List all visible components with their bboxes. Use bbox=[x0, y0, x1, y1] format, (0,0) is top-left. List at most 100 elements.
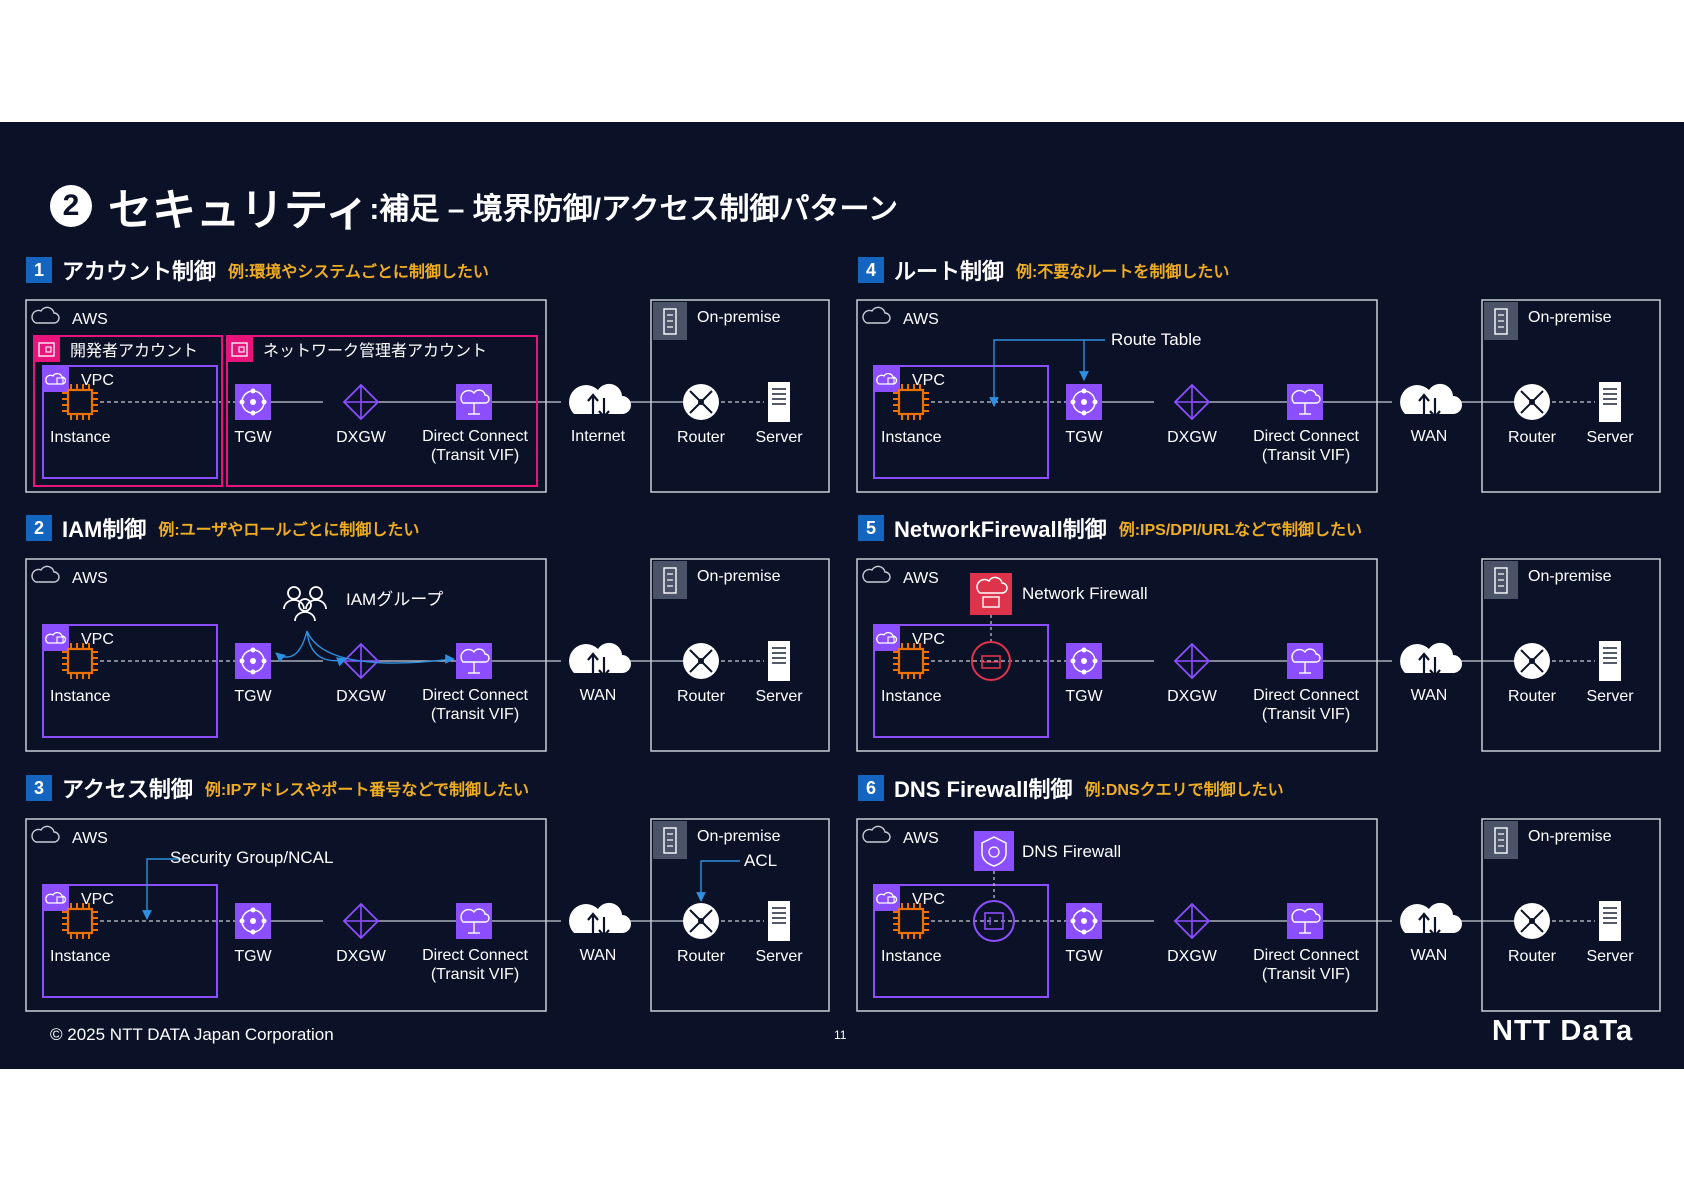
p2-aws-label: AWS bbox=[72, 570, 108, 587]
p1-router-icon-center bbox=[698, 399, 704, 405]
p5-network-firewall-icon-bg bbox=[970, 573, 1012, 615]
p3-sg-label: Security Group/NCAL bbox=[170, 848, 333, 867]
p1-vpc-icon-cloud bbox=[45, 372, 67, 385]
page-number: 11 bbox=[834, 1028, 847, 1042]
p5-aws-cloud-icon-shape bbox=[862, 565, 891, 583]
p2-onprem-building-icon bbox=[653, 561, 687, 599]
p3-tgw-icon-node bbox=[261, 918, 267, 924]
p6-onprem-label: On-premise bbox=[1528, 828, 1612, 845]
p4-instance-icon bbox=[893, 384, 929, 420]
p4-tgw-icon-node bbox=[1070, 399, 1076, 405]
p1-aws-label: AWS bbox=[72, 311, 108, 328]
p3-tgw-icon-node bbox=[239, 918, 245, 924]
p5-nfw-endpoint-icon-ring bbox=[971, 641, 1011, 681]
p1-net-account-icon-box bbox=[231, 342, 248, 357]
p4-onprem-label: On-premise bbox=[1528, 309, 1612, 326]
p1-router-icon bbox=[683, 384, 719, 420]
p4-wan-icon bbox=[1400, 383, 1462, 419]
p1-aws-cloud-icon bbox=[31, 306, 60, 324]
p6-router-icon-center bbox=[1529, 918, 1535, 924]
p5-router-icon bbox=[1514, 643, 1550, 679]
p6-wan-label: WAN bbox=[1411, 947, 1448, 964]
p1-instance-icon-chip bbox=[66, 388, 94, 416]
p5-onprem-building-icon bbox=[1484, 561, 1518, 599]
p1-tgw-icon-node bbox=[239, 399, 245, 405]
pattern-4-badge: 4 bbox=[858, 257, 884, 283]
title-number-badge: 2 bbox=[50, 185, 92, 227]
p1-vpc-box bbox=[42, 365, 218, 479]
p5-tgw-label: TGW bbox=[1065, 688, 1103, 705]
p2-wan-icon-cloud bbox=[569, 642, 631, 673]
p5-router-icon-center bbox=[1529, 658, 1535, 664]
p3-instance-label: Instance bbox=[50, 948, 111, 965]
p3-onprem-label: On-premise bbox=[697, 828, 781, 845]
p3-tgw-icon-node bbox=[250, 929, 256, 935]
p4-server-label: Server bbox=[1586, 429, 1634, 446]
p2-iam-group-icon-head bbox=[287, 586, 301, 600]
p1-onprem-box bbox=[650, 299, 830, 493]
p1-net-account-icon-bg bbox=[227, 336, 253, 362]
p2-iam-arrow-dxgw bbox=[306, 630, 347, 667]
p3-vpc-box bbox=[42, 884, 218, 998]
pattern-3-badge: 3 bbox=[26, 775, 52, 801]
p4-onprem-building-icon-tower bbox=[1494, 308, 1508, 335]
p2-tgw-icon bbox=[235, 643, 271, 679]
p4-tgw-icon bbox=[1066, 384, 1102, 420]
p3-aws-box bbox=[25, 818, 547, 1012]
p5-wan-label: WAN bbox=[1411, 687, 1448, 704]
p1-server-label: Server bbox=[755, 429, 803, 446]
p5-onprem-label: On-premise bbox=[1528, 568, 1612, 585]
p6-aws-cloud-icon-shape bbox=[862, 825, 891, 843]
p2-router-icon-center bbox=[698, 658, 704, 664]
p5-dxgw-label: DXGW bbox=[1167, 688, 1218, 705]
p1-router-label: Router bbox=[677, 429, 726, 446]
p4-vpc-icon bbox=[874, 366, 900, 392]
p6-dc-icon-cloud bbox=[1291, 908, 1321, 923]
p4-vpc-icon-cloud bbox=[876, 372, 898, 385]
p2-iam-group-icon-shoulder bbox=[283, 599, 305, 610]
p1-dxgw-icon bbox=[342, 383, 380, 421]
p2-aws-cloud-icon bbox=[31, 565, 60, 583]
p2-instance-label: Instance bbox=[50, 688, 111, 705]
p1-server-icon bbox=[768, 382, 790, 422]
p5-router-label: Router bbox=[1508, 688, 1557, 705]
p1-vpc-icon bbox=[43, 366, 69, 392]
p6-tgw-label: TGW bbox=[1065, 948, 1103, 965]
p4-dxgw-label: DXGW bbox=[1167, 429, 1218, 446]
p3-vpc-icon-lock bbox=[56, 896, 64, 904]
p1-dc-sublabel: (Transit VIF) bbox=[431, 447, 519, 464]
p4-aws-box bbox=[856, 299, 1378, 493]
p1-onprem-building-icon bbox=[653, 302, 687, 340]
p6-vpc-icon-cloud bbox=[876, 891, 898, 904]
p6-server-icon bbox=[1599, 901, 1621, 941]
p5-tgw-icon-node bbox=[1081, 647, 1087, 653]
p3-aws-label: AWS bbox=[72, 830, 108, 847]
p3-tgw-icon-hub bbox=[250, 918, 256, 924]
p5-wan-icon-cloud bbox=[1400, 642, 1462, 673]
p3-router-icon-center bbox=[698, 918, 704, 924]
p1-dxgw-label: DXGW bbox=[336, 429, 387, 446]
p3-wan-icon-cloud bbox=[569, 902, 631, 933]
p5-aws-box bbox=[856, 558, 1378, 752]
p1-instance-label: Instance bbox=[50, 429, 111, 446]
p2-vpc-icon bbox=[43, 625, 69, 651]
p3-onprem-building-icon bbox=[653, 821, 687, 859]
p3-acl-label: ACL bbox=[744, 851, 777, 870]
p1-onprem-label: On-premise bbox=[697, 309, 781, 326]
p2-wan-icon-down-head bbox=[598, 669, 610, 678]
p4-tgw-icon-node bbox=[1081, 410, 1087, 416]
p1-dc-icon-cloud bbox=[460, 389, 490, 404]
p6-dns-firewall-icon bbox=[974, 831, 1014, 871]
p1-wan-icon-down-head bbox=[598, 410, 610, 419]
p2-dc-label: Direct Connect bbox=[422, 687, 528, 704]
p4-onprem-box bbox=[1481, 299, 1661, 493]
p4-server-icon bbox=[1599, 382, 1621, 422]
p4-wan-icon-up-head bbox=[1418, 393, 1430, 402]
p3-tgw-icon bbox=[235, 903, 271, 939]
p5-server-label: Server bbox=[1586, 688, 1634, 705]
